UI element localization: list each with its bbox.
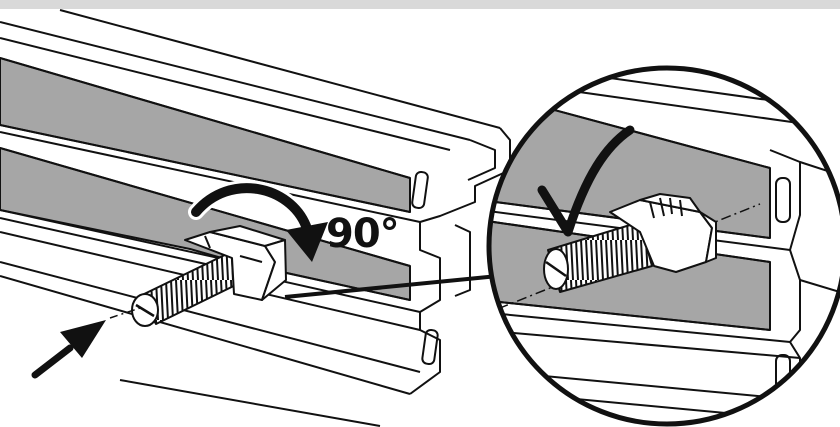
detail-lens	[486, 65, 840, 427]
top-band	[0, 0, 840, 9]
checkmark-icon	[537, 125, 635, 237]
insert-arrow-icon	[31, 307, 141, 379]
aluminum-profile	[0, 9, 511, 427]
screw-and-nut	[131, 225, 287, 327]
rotation-arrow-icon	[188, 180, 328, 262]
rotation-angle-label: 90°	[326, 211, 400, 257]
leader-line	[284, 274, 499, 299]
